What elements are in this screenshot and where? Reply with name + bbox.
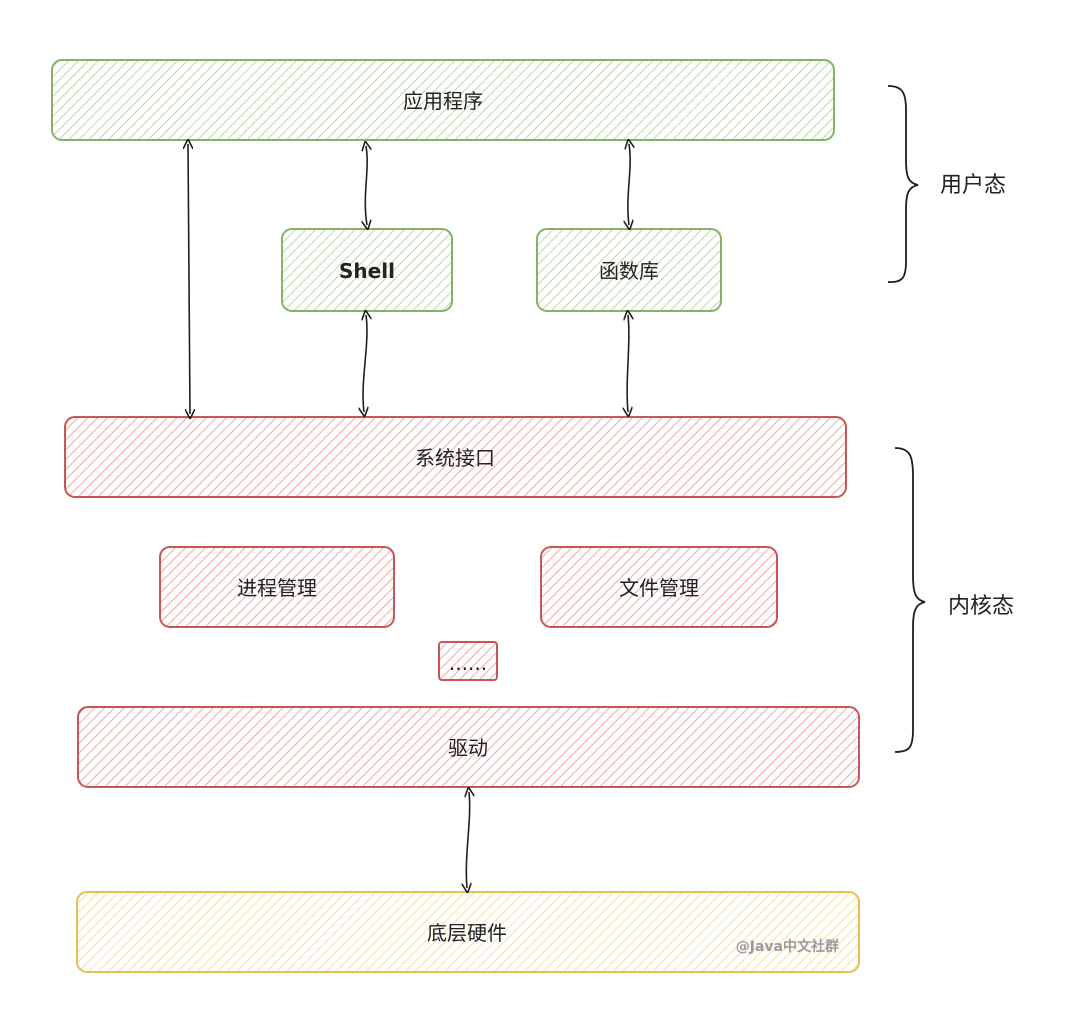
arrow-app-lib bbox=[628, 144, 630, 225]
box-process-management: 进程管理 bbox=[159, 546, 395, 628]
arrow-app-shell bbox=[365, 146, 367, 225]
box-system-interface: 系统接口 bbox=[64, 416, 847, 498]
box-file-management: 文件管理 bbox=[540, 546, 778, 628]
arrow-lib-syscall bbox=[627, 315, 629, 412]
arrow-app-syscall bbox=[188, 144, 190, 414]
box-system-interface-label: 系统接口 bbox=[415, 446, 495, 470]
box-driver: 驱动 bbox=[77, 706, 860, 788]
box-application-label: 应用程序 bbox=[403, 89, 483, 113]
user-mode-brace bbox=[887, 85, 919, 283]
box-file-management-label: 文件管理 bbox=[619, 576, 699, 600]
kernel-mode-label: 内核态 bbox=[948, 594, 1014, 619]
box-library-label: 函数库 bbox=[599, 259, 659, 283]
box-driver-label: 驱动 bbox=[448, 736, 488, 760]
box-shell-label: Shell bbox=[339, 259, 395, 283]
box-ellipsis-label: ...... bbox=[449, 651, 487, 675]
box-application: 应用程序 bbox=[51, 59, 835, 141]
user-mode-label: 用户态 bbox=[940, 173, 1006, 198]
arrow-driver-hardware bbox=[466, 792, 469, 888]
box-shell: Shell bbox=[281, 228, 453, 312]
arrow-shell-syscall bbox=[363, 315, 367, 412]
box-hardware-label: 底层硬件 bbox=[427, 921, 507, 945]
box-library: 函数库 bbox=[536, 228, 722, 312]
box-ellipsis: ...... bbox=[438, 641, 498, 681]
kernel-mode-brace bbox=[894, 447, 926, 753]
box-hardware: 底层硬件 bbox=[76, 891, 860, 973]
watermark: @Java中文社群 bbox=[736, 938, 839, 955]
box-process-management-label: 进程管理 bbox=[237, 576, 317, 600]
